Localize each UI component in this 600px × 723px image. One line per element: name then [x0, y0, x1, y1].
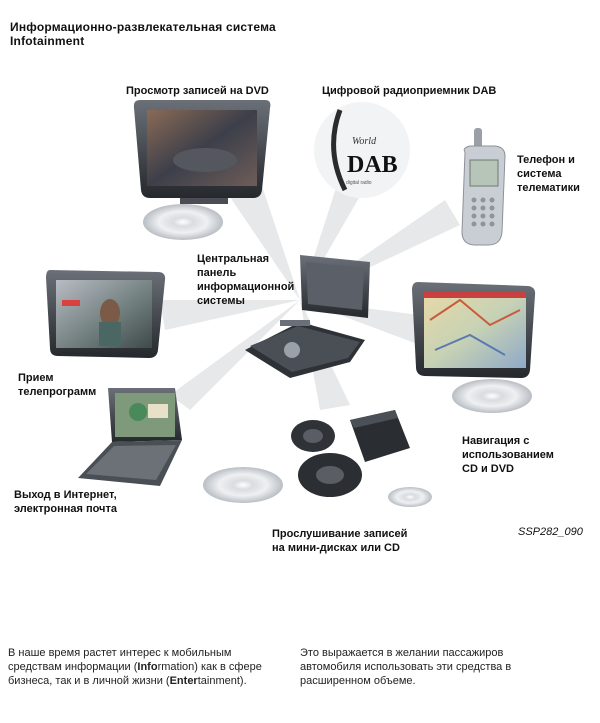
title-line-1: Информационно-развлекательная система — [10, 20, 276, 34]
amplifier-image — [350, 410, 410, 462]
label-dvd: Просмотр записей на DVD — [126, 85, 269, 97]
dab-logo-word: World — [352, 136, 377, 147]
title-line-2: Infotainment — [10, 34, 85, 48]
dab-logo-tagline: digital radio — [346, 180, 372, 186]
label-tv: Прием телепрограмм — [18, 372, 97, 398]
label-dab: Цифровой радиоприемник DAB — [322, 85, 497, 97]
paragraph-left: В наше время растет интерес к мобильным … — [8, 646, 270, 688]
mobile-phone-image — [461, 128, 506, 246]
central-panel-image — [245, 255, 370, 378]
disc-icon — [203, 467, 283, 503]
dvd-monitor-image — [133, 100, 271, 204]
navigation-monitor-image — [412, 282, 536, 378]
dab-logo-image: World DAB digital radio — [314, 102, 410, 198]
disc-icon — [143, 204, 223, 240]
dab-logo-mark: DAB — [347, 152, 398, 178]
tv-monitor-image — [46, 270, 166, 358]
paragraph-left-part2: rmation) как в сфере бизнеса, так и в ли… — [8, 661, 262, 687]
page-title: Информационно-развлекательная система In… — [10, 20, 276, 48]
paragraph-left-bold1: Info — [137, 661, 158, 673]
paragraph-right: Это выражается в желании пассажиров авто… — [300, 647, 512, 687]
figure-id: SSP282_090 — [518, 526, 583, 538]
paragraph-left-part1: В наше время растет интерес к мобильным … — [8, 647, 232, 673]
disc-icon — [452, 379, 532, 413]
paragraph-left-part3: tainment). — [197, 675, 247, 687]
infotainment-illustration: World DAB digital radio — [46, 100, 536, 507]
laptop-image — [78, 388, 182, 486]
paragraph-left-bold2: Enter — [169, 675, 198, 687]
label-audio: Прослушивание записей на мини-дисках или… — [272, 528, 408, 554]
label-central-panel: Центральная панель информационной систем… — [197, 253, 295, 307]
label-phone: Телефон и система телематики — [517, 154, 580, 194]
label-internet: Выход в Интернет, электронная почта — [14, 489, 117, 515]
speakers-image — [291, 420, 362, 497]
disc-icon — [388, 487, 432, 507]
label-navigation: Навигация с использованием CD и DVD — [462, 435, 554, 475]
